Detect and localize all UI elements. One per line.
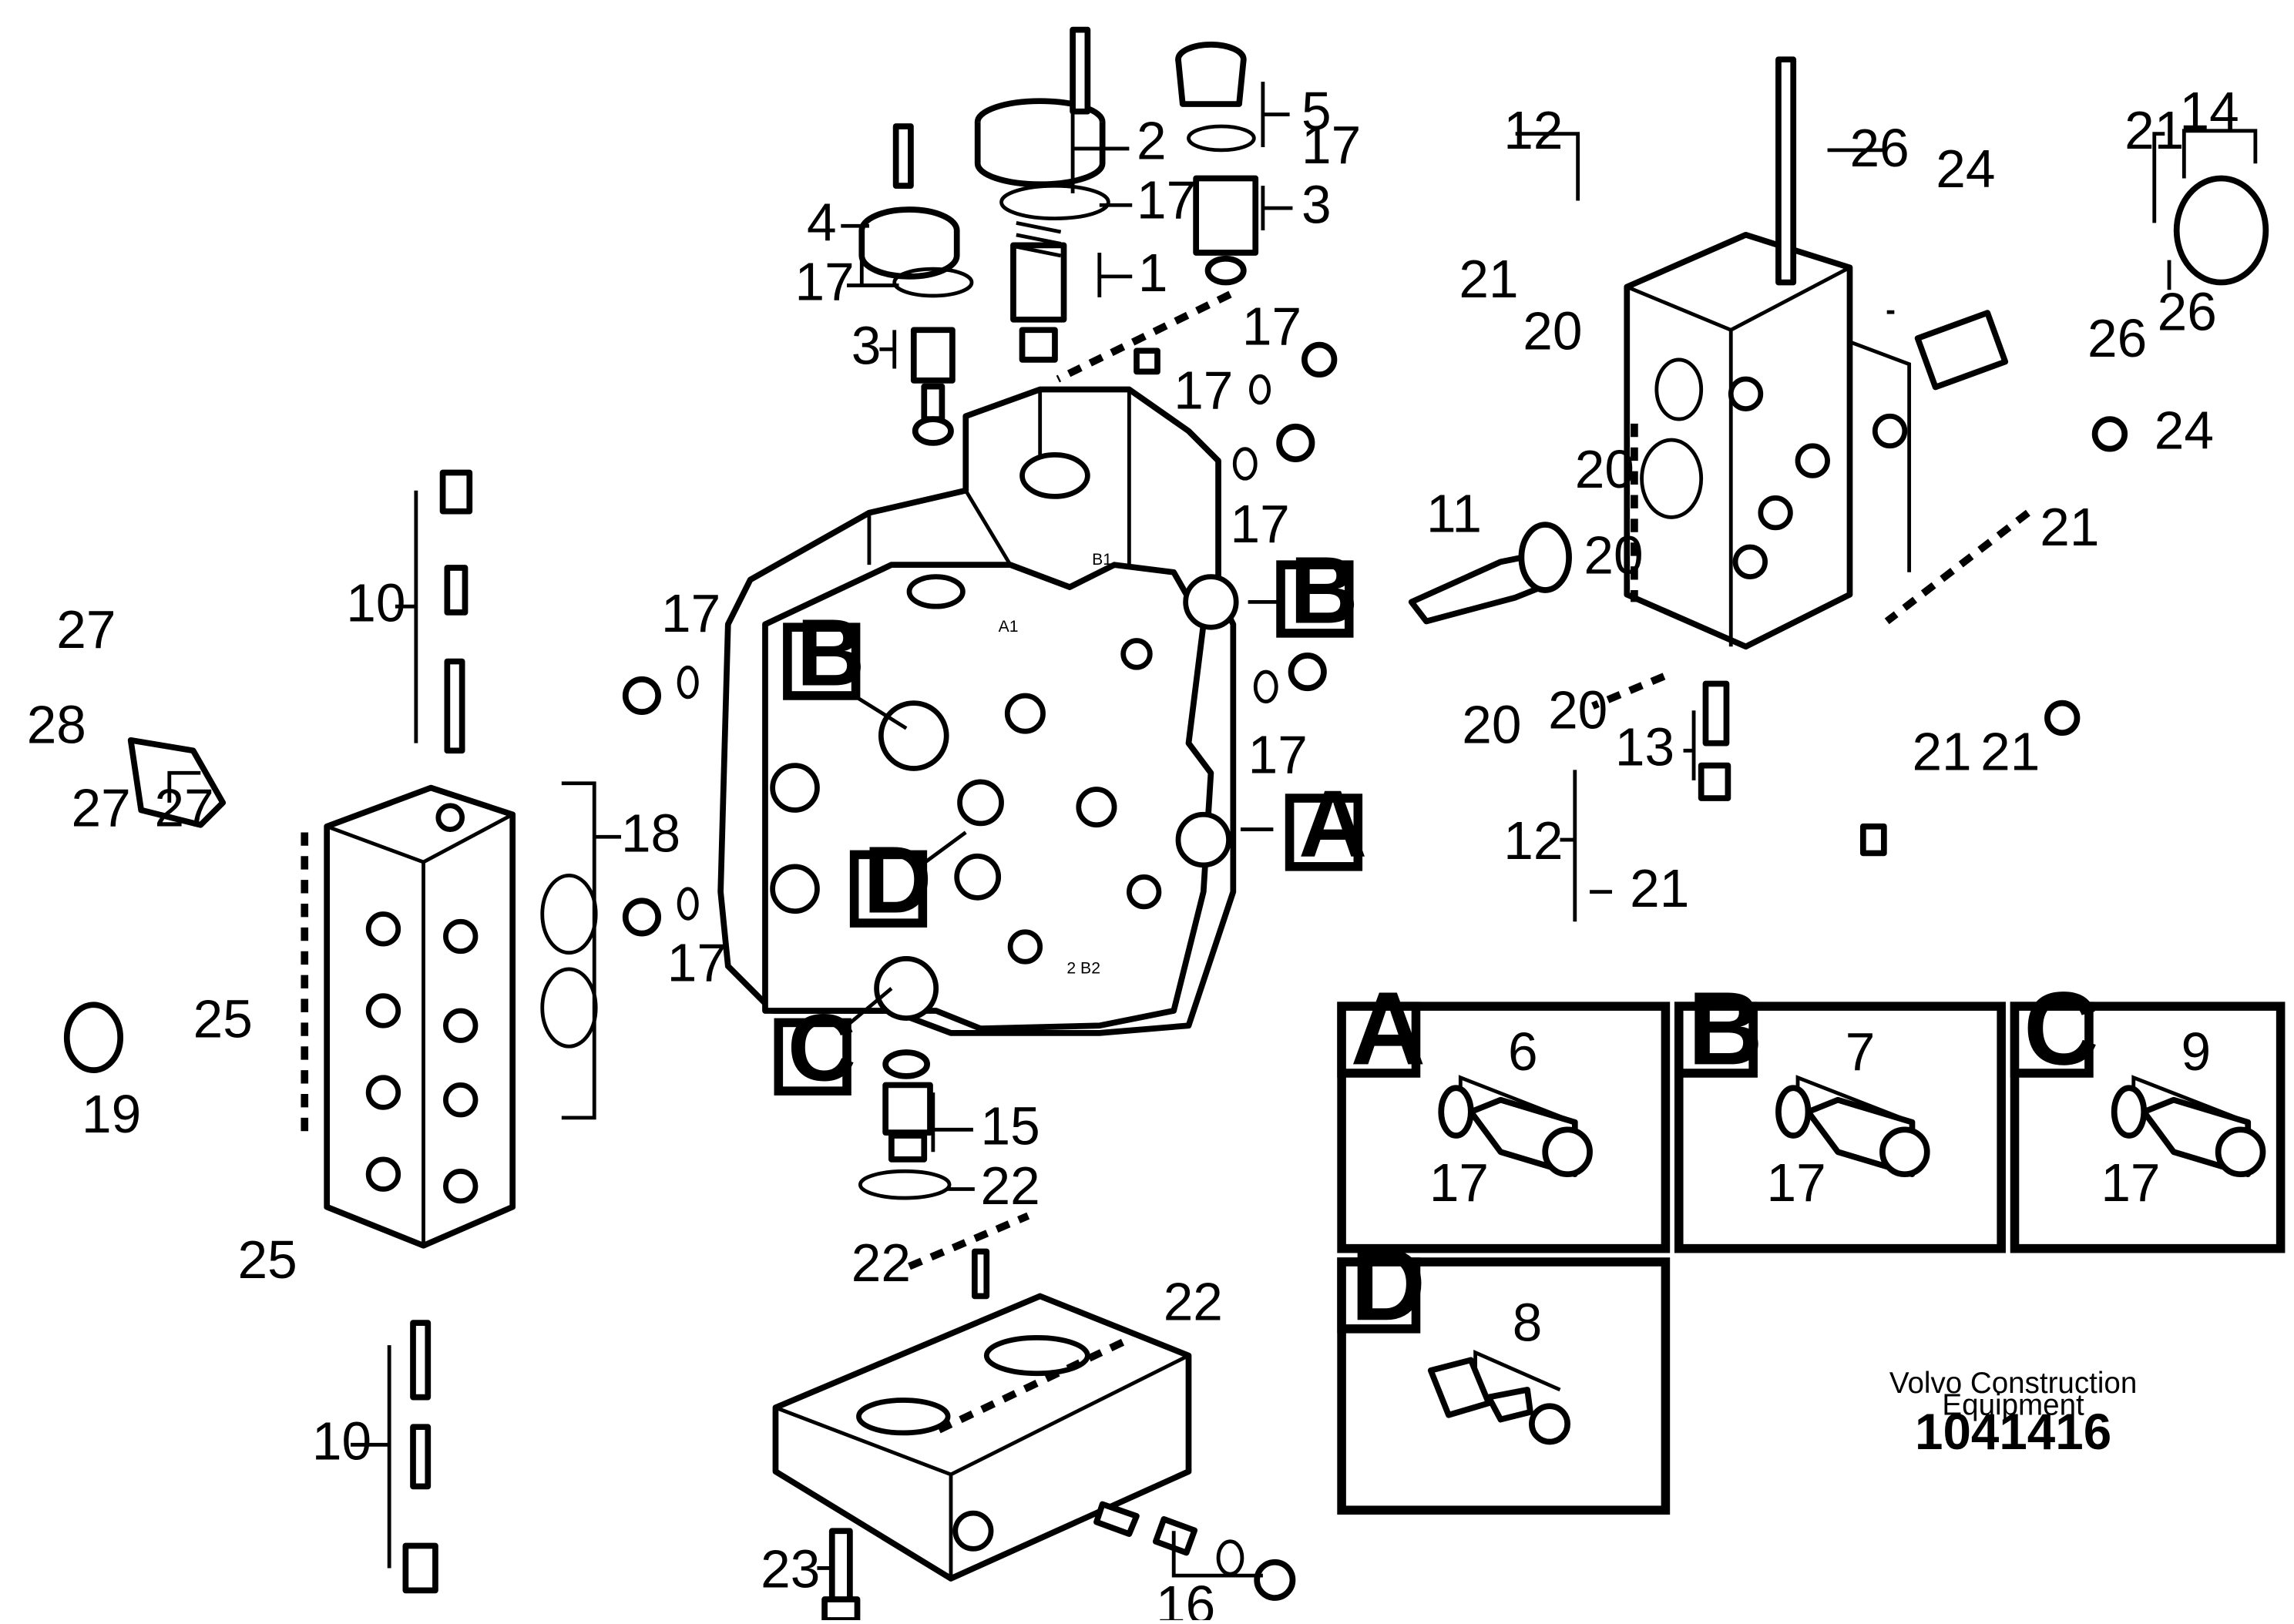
callout-21-a: 21 (1459, 249, 1518, 309)
callout-12-top: 12 (1503, 100, 1563, 160)
title-block: Volvo Construction Equipment 1041416 (1889, 1367, 2137, 1460)
valve-15 (858, 1049, 952, 1200)
callout-20-e: 20 (1548, 679, 1607, 740)
callout-17-plug: 17 (1302, 115, 1361, 175)
callout-10-top: 10 (346, 572, 405, 632)
callout-21-f: 21 (1980, 721, 2040, 781)
callout-25-b: 25 (237, 1230, 297, 1290)
top-cap-2 (974, 26, 1110, 221)
top-cap-4 (858, 123, 974, 298)
callout-20-d: 20 (1462, 695, 1521, 755)
callout-17-r1: 17 (1242, 297, 1302, 357)
right-plugs (1134, 341, 1338, 704)
detail-d-part: 8 (1513, 1292, 1543, 1352)
callout-27-b: 27 (72, 778, 131, 838)
callout-27-c: 27 (155, 778, 214, 838)
callout-19: 19 (82, 1084, 141, 1144)
callout-20-b: 20 (1575, 439, 1634, 499)
main-valve-body: A1 B1 2 B2 (717, 386, 1239, 1036)
detail-a-seal: 17 (1429, 1153, 1489, 1213)
callout-20-c: 20 (1584, 525, 1643, 586)
detail-a-part: 6 (1508, 1022, 1538, 1082)
callout-23: 23 (761, 1539, 820, 1599)
callout-16: 16 (1156, 1575, 1215, 1620)
drawing-number: 1041416 (1915, 1404, 2111, 1460)
callout-17-left-cap: 17 (795, 252, 855, 312)
bottom-plate (772, 1248, 1192, 1623)
callout-24-b: 24 (2155, 401, 2214, 461)
callout-25-a: 25 (193, 989, 253, 1049)
callout-17-r4: 17 (1248, 724, 1308, 784)
detail-b-letter: B (1688, 970, 1762, 1086)
callout-28: 28 (27, 695, 86, 755)
mark-b1: B1 (1092, 551, 1112, 569)
detail-d-letter: D (1351, 1226, 1426, 1342)
callout-26-b: 26 (2158, 281, 2217, 341)
plug-5 (1175, 42, 1259, 286)
callout-5: 5 (1302, 81, 1332, 141)
detail-a-letter: A (1351, 970, 1426, 1086)
callout-3-right: 3 (1302, 174, 1332, 234)
callout-21-b: 21 (2124, 100, 2184, 160)
marker-a: A (1298, 770, 1367, 877)
detail-c-seal: 17 (2101, 1153, 2160, 1213)
detail-panel-d: D 8 (1337, 1226, 1671, 1515)
callout-17-r3: 17 (1230, 494, 1289, 554)
callout-2: 2 (1137, 110, 1167, 170)
marker-b-right: B (1290, 537, 1359, 643)
left-plugs (622, 665, 699, 937)
callout-1: 1 (1138, 243, 1168, 303)
spring-valve-1 (1010, 221, 1067, 363)
detail-b-part: 7 (1846, 1022, 1876, 1082)
callout-17-r2: 17 (1174, 361, 1233, 421)
callout-27-a: 27 (56, 599, 116, 659)
marker-d: D (863, 827, 932, 934)
callout-24-a: 24 (1936, 139, 1995, 199)
callout-3-left: 3 (851, 316, 882, 376)
callout-10-bottom: 10 (312, 1411, 371, 1471)
detail-panel-a: A 6 17 (1337, 970, 1671, 1253)
leader-lines (167, 82, 2258, 1578)
mark-b2: 2 B2 (1066, 960, 1100, 978)
callout-17-l2: 17 (667, 932, 727, 992)
callout-11: 11 (1426, 484, 1482, 544)
callout-22-b: 22 (851, 1233, 911, 1293)
marker-c: C (788, 995, 856, 1102)
callout-18: 18 (621, 804, 680, 864)
callout-20-a: 20 (1523, 300, 1582, 361)
detail-panel-c: C 9 17 (2010, 970, 2286, 1253)
callout-22-c: 22 (1164, 1271, 1223, 1331)
mark-a1: A1 (999, 618, 1019, 636)
right-block (1408, 56, 2269, 857)
callout-26-a: 26 (1849, 118, 1909, 178)
callout-26-c: 26 (2087, 308, 2147, 368)
credit-line-1: Volvo Construction (1889, 1367, 2137, 1400)
callout-22-a: 22 (981, 1156, 1040, 1216)
callout-21-d: 21 (1630, 858, 1689, 918)
left-block (63, 469, 598, 1594)
callout-14: 14 (2180, 81, 2239, 141)
callout-21-c: 21 (2040, 497, 2099, 557)
credit-line-2: Equipment (1942, 1389, 2084, 1422)
callout-labels: 2 17 1 4 17 3 5 17 3 17 17 17 17 17 17 1… (27, 81, 2239, 1624)
callout-17-top: 17 (1137, 170, 1196, 230)
callout-12-bottom: 12 (1503, 810, 1563, 871)
callout-13: 13 (1615, 717, 1674, 777)
section-markers: B B A D C (774, 537, 1367, 1102)
marker-b-left: B (796, 599, 865, 706)
callout-17-l1: 17 (661, 583, 720, 643)
callout-4: 4 (807, 193, 837, 253)
valve-3-left (910, 327, 956, 446)
detail-c-part: 9 (2181, 1022, 2211, 1082)
casting-marks: A1 B1 2 B2 (999, 551, 1112, 978)
detail-c-letter: C (2024, 970, 2098, 1086)
detail-panel-b: B 7 17 (1674, 970, 2006, 1253)
callout-15: 15 (981, 1096, 1040, 1156)
callout-21-e: 21 (1912, 721, 1971, 781)
detail-b-seal: 17 (1767, 1153, 1826, 1213)
